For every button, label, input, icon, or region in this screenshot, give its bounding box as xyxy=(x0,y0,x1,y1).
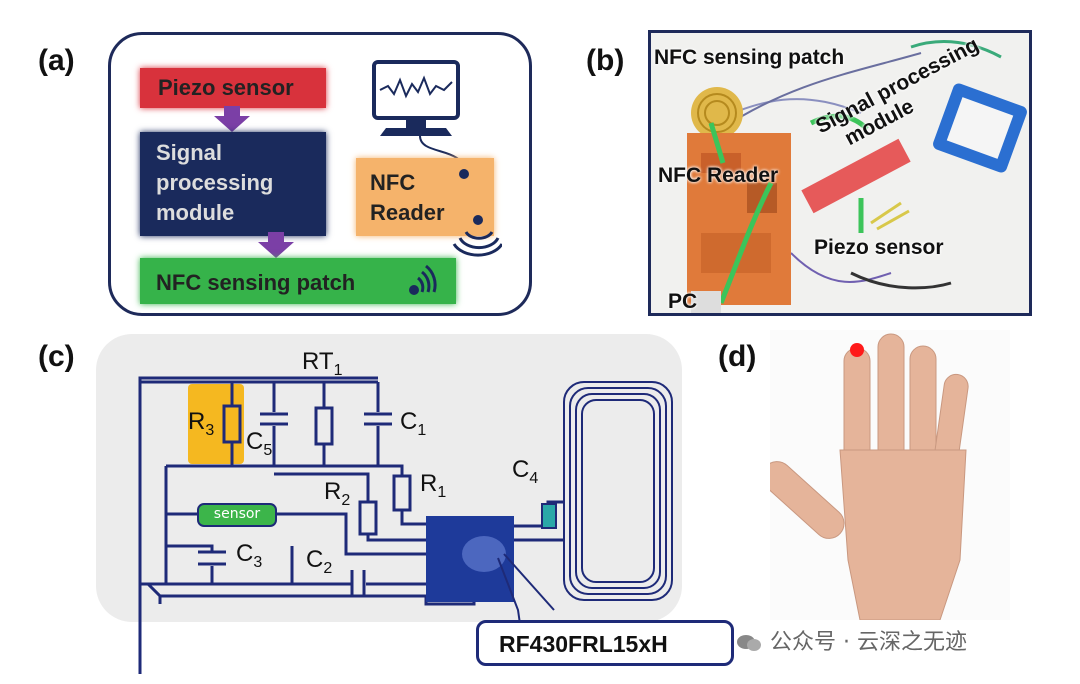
panel-c-label: (c) xyxy=(38,340,75,373)
label-c3-sub: 3 xyxy=(253,553,263,571)
label-rt1-main: RT xyxy=(302,348,334,375)
label-c5-main: C xyxy=(246,428,264,455)
photo-illustration xyxy=(687,40,1027,313)
label-c2-main: C xyxy=(306,546,324,573)
label-c5-sub: 5 xyxy=(263,441,273,459)
monitor-icon xyxy=(372,60,460,136)
sensor-label: sensor xyxy=(213,506,261,522)
piezo-sensor-label: Piezo sensor xyxy=(158,75,294,100)
label-c2: C2 xyxy=(306,546,332,578)
label-r3-sub: 3 xyxy=(205,421,215,439)
panel-b-label: (b) xyxy=(586,44,625,77)
photo-label-pc: PC xyxy=(668,290,698,313)
label-c4-sub: 4 xyxy=(529,469,539,487)
reader-wireless-icon xyxy=(452,215,502,257)
wechat-icon xyxy=(736,633,762,653)
signal-label-line1: Signal xyxy=(156,140,223,165)
watermark-text: 公众号 · 云深之无迹 xyxy=(770,630,967,655)
nfc-reader-line1: NFC xyxy=(370,170,416,195)
chip-label-box: RF430FRL15xH xyxy=(476,620,734,666)
circuit-schematic xyxy=(138,376,673,674)
signal-label-line3: module xyxy=(156,200,235,225)
label-c2-sub: 2 xyxy=(323,559,333,577)
sensor-dot xyxy=(850,343,864,357)
panel-a-label: (a) xyxy=(38,44,75,77)
patch-wireless-icon xyxy=(409,264,437,295)
label-rt1-sub: 1 xyxy=(333,361,343,379)
label-c1-main: C xyxy=(400,408,418,435)
label-r3: R3 xyxy=(188,408,214,440)
label-c4-main: C xyxy=(512,456,530,483)
signal-label-line2: processing xyxy=(156,170,274,195)
label-c4: C4 xyxy=(512,456,538,488)
nfc-sensing-patch-label: NFC sensing patch xyxy=(156,270,356,295)
nfc-sensing-patch-block: NFC sensing patch xyxy=(140,258,456,304)
hand-photo xyxy=(770,330,1010,620)
label-r3-main: R xyxy=(188,408,206,435)
label-r2: R2 xyxy=(324,478,350,510)
label-c1: C1 xyxy=(400,408,426,440)
nfc-reader-line2: Reader xyxy=(370,200,445,225)
flow-arrow-1 xyxy=(214,106,250,132)
photo-label-nfc-reader: NFC Reader xyxy=(658,164,779,187)
label-c1-sub: 1 xyxy=(417,421,427,439)
label-c3-main: C xyxy=(236,540,254,567)
photo-board xyxy=(648,30,1032,316)
label-r1-sub: 1 xyxy=(437,483,447,501)
label-c5: C5 xyxy=(246,428,272,460)
photo-label-nfc-sensing-patch: NFC sensing patch xyxy=(654,46,845,69)
nfc-reader-block: NFC Reader xyxy=(356,158,494,236)
label-r1-main: R xyxy=(420,470,438,497)
label-r1: R1 xyxy=(420,470,446,502)
signal-processing-block: Signal processing module xyxy=(140,132,326,236)
photo-label-piezo-sensor: Piezo sensor xyxy=(814,236,944,259)
reader-dot-icon xyxy=(459,169,469,179)
watermark: 公众号 · 云深之无迹 xyxy=(736,624,967,656)
chip-label: RF430FRL15xH xyxy=(499,631,668,657)
piezo-sensor-block: Piezo sensor xyxy=(140,68,326,108)
label-r2-main: R xyxy=(324,478,342,505)
label-rt1: RT1 xyxy=(302,348,342,380)
flow-arrow-2 xyxy=(258,232,294,258)
panel-d-label: (d) xyxy=(718,340,757,373)
label-r2-sub: 2 xyxy=(341,491,351,509)
label-c3: C3 xyxy=(236,540,262,572)
